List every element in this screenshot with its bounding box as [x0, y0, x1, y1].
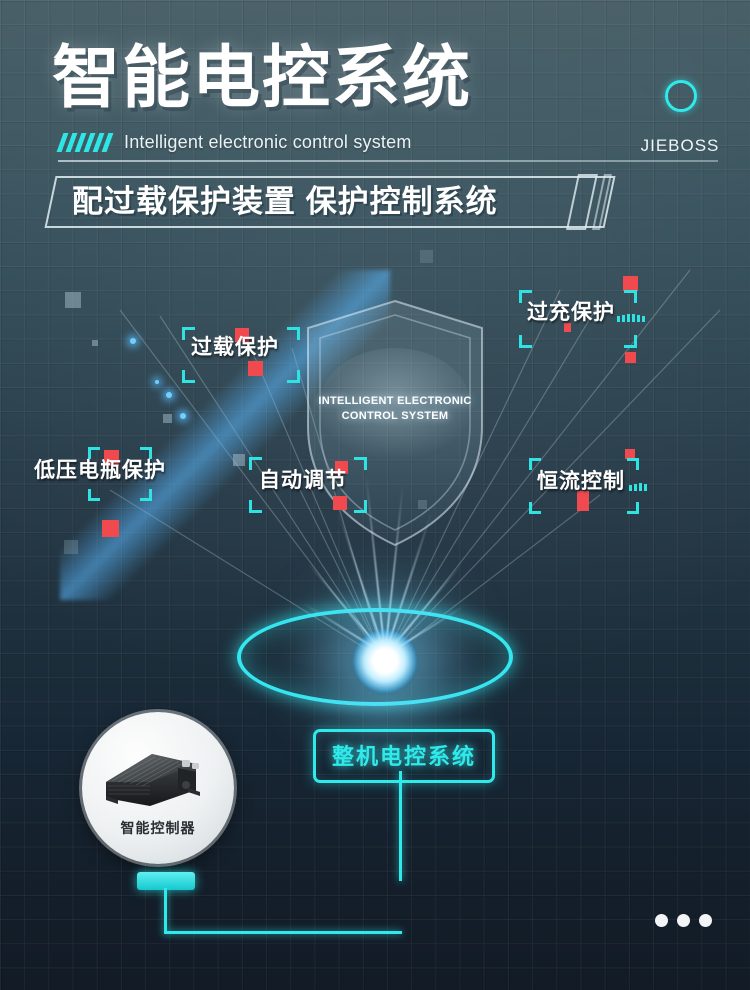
wire-vertical-system [399, 771, 402, 881]
dot [699, 914, 712, 927]
header: 智能电控系统 Intelligent electronic control sy… [0, 0, 750, 250]
system-label-box: 整机电控系统 [313, 729, 496, 783]
feature-label-text: 过充保护 [527, 301, 615, 324]
corner-bracket [519, 290, 637, 348]
red-marker [623, 276, 638, 291]
feature-label-overload: 过载保护 [182, 327, 300, 383]
header-divider [58, 160, 718, 162]
beam-particle [155, 380, 159, 384]
red-marker [625, 352, 636, 363]
brand-circle-icon [665, 80, 697, 112]
controller-photo-circle: 智能控制器 [82, 712, 234, 864]
banner-text: 配过载保护装置 保护控制系统 [72, 184, 498, 219]
slash-decoration-icon [56, 133, 114, 152]
glow-core [352, 628, 418, 694]
decor-square [64, 540, 78, 554]
feature-label-overcharge: 过充保护 [519, 276, 645, 363]
brand-name: JIEBOSS [640, 136, 720, 155]
beam-particle [130, 338, 136, 344]
feature-label-text: 恒流控制 [537, 470, 625, 493]
dot [655, 914, 668, 927]
feature-label-constant-current: 恒流控制 [529, 449, 647, 514]
red-marker [564, 323, 571, 332]
glow-ellipse [237, 608, 513, 706]
subtitle-english: Intelligent electronic control system [124, 132, 412, 152]
decor-square [92, 340, 98, 346]
red-marker [577, 491, 589, 511]
feature-label-text: 低压电瓶保护 [34, 459, 166, 482]
feature-label-low-voltage: 低压电瓶保护 [34, 447, 166, 537]
corner-bracket [529, 458, 639, 514]
dot [677, 914, 690, 927]
page-title: 智能电控系统 [52, 40, 473, 116]
feature-label-text: 过载保护 [191, 336, 279, 359]
dash-decoration-icon [629, 483, 647, 491]
wire-vertical-controller [164, 888, 167, 934]
shield-caption-line2: CONTROL SYSTEM [341, 410, 449, 422]
shield-caption: INTELLIGENT ELECTRONIC CONTROL SYSTEM [302, 394, 488, 424]
dash-decoration-icon [617, 314, 645, 322]
feature-label-text: 自动调节 [259, 469, 347, 492]
page-indicator-dots [655, 914, 712, 927]
shield-caption-line1: INTELLIGENT ELECTRONIC [318, 395, 472, 407]
red-marker [102, 520, 119, 537]
banner: 配过载保护装置 保护控制系统 [44, 174, 616, 230]
decor-square [65, 292, 81, 308]
decor-square [420, 250, 433, 263]
decor-square [163, 414, 172, 423]
controller-caption: 智能控制器 [120, 820, 196, 836]
shield-graphic: INTELLIGENT ELECTRONIC CONTROL SYSTEM [302, 298, 488, 548]
decor-square [233, 454, 245, 466]
subtitle-row: Intelligent electronic control system [56, 132, 412, 153]
wire-horizontal [164, 931, 402, 934]
controller-device-icon [106, 754, 200, 806]
beam-particle [180, 413, 186, 419]
feature-label-auto-adjust: 自动调节 [249, 457, 367, 513]
controller-connector-tab [137, 872, 195, 890]
beam-particle [166, 392, 172, 398]
red-marker [625, 449, 635, 459]
